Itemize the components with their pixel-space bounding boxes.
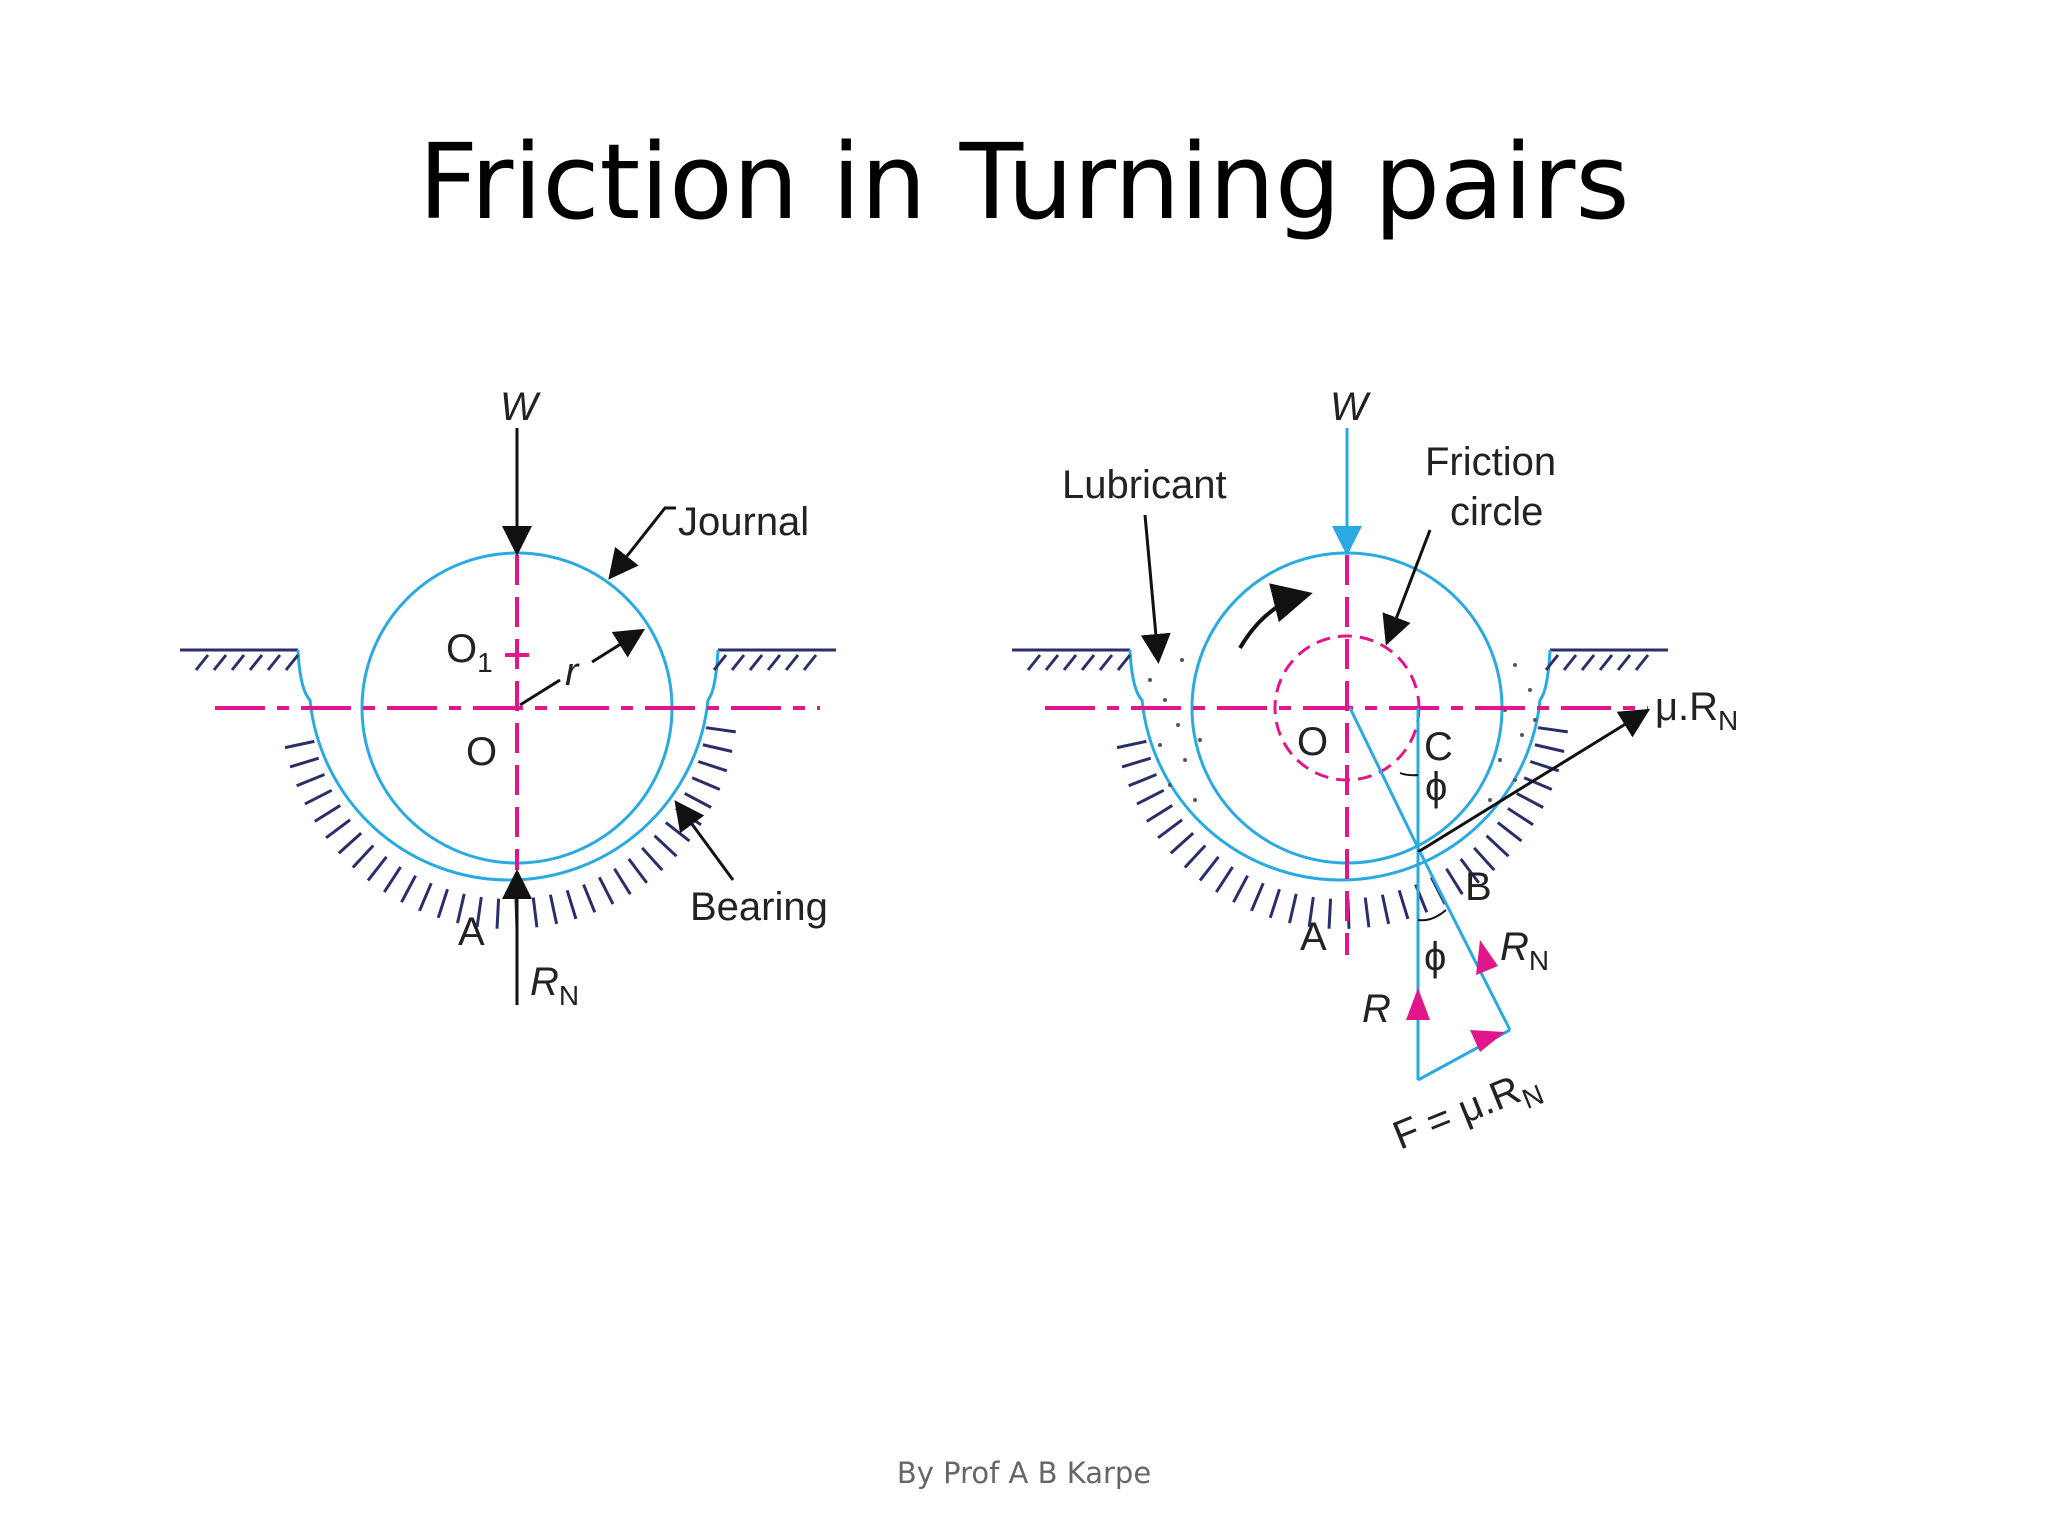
line-o-to-b — [1348, 707, 1422, 853]
left-o1-label: O1 — [446, 627, 493, 678]
left-radius-arrow — [591, 628, 646, 664]
left-figure: W Journal O1 O r Bearing A RN — [180, 385, 836, 1011]
friction-arrowhead — [1470, 1030, 1505, 1052]
friction-force-label: F = μ.RN — [1387, 1060, 1548, 1165]
slide-footer: By Prof A B Karpe — [896, 1456, 1152, 1490]
friction-circle-pointer — [1382, 529, 1432, 646]
left-bearing-pointer — [674, 800, 735, 881]
left-bearing-outline — [296, 649, 720, 882]
left-journal-label: Journal — [678, 500, 809, 544]
left-point-a-label: A — [458, 910, 485, 954]
right-bearing-hatch — [1026, 654, 1650, 929]
left-o-label: O — [466, 730, 497, 774]
lubricant-pointer — [1140, 514, 1171, 664]
left-radius-label: r — [565, 650, 580, 694]
right-bearing-outline — [1128, 649, 1552, 882]
left-bearing-hatch — [194, 654, 818, 929]
resultant-r-label: R — [1362, 987, 1391, 1031]
left-reaction-label: RN — [530, 960, 579, 1011]
friction-circle-label-line2: circle — [1450, 490, 1543, 534]
left-radius-line — [519, 678, 561, 707]
triangle-b-extension — [1418, 851, 1512, 1031]
right-point-a-label: A — [1300, 915, 1327, 959]
right-figure: W Lubricant Friction circle O C ϕ B A ϕ … — [1012, 385, 1738, 1165]
angle-arc-bottom — [1417, 909, 1447, 922]
point-b-label: B — [1465, 865, 1492, 909]
slide-title: Friction in Turning pairs — [418, 121, 1630, 243]
angle-phi-bottom-label: ϕ — [1424, 935, 1446, 979]
reaction-rn-label: RN — [1500, 925, 1549, 976]
angle-arc-top — [1399, 772, 1419, 777]
tangent-friction-arrow — [1417, 708, 1651, 854]
left-journal-pointer — [608, 506, 676, 580]
point-c-label: C — [1424, 725, 1453, 769]
friction-circle-label-line1: Friction — [1425, 440, 1556, 484]
right-load-label: W — [1330, 385, 1371, 429]
right-o-label: O — [1297, 720, 1328, 764]
lubricant-label: Lubricant — [1062, 463, 1227, 507]
angle-phi-top-label: ϕ — [1425, 765, 1447, 809]
rotation-arrow — [1238, 583, 1313, 650]
reaction-arrowhead — [1476, 940, 1498, 975]
lubricant-dots — [1148, 658, 1537, 802]
tangent-friction-label: μ.RN — [1655, 685, 1738, 736]
resultant-arrowhead — [1406, 988, 1430, 1020]
left-load-label: W — [500, 385, 541, 429]
left-bearing-label: Bearing — [690, 885, 828, 929]
